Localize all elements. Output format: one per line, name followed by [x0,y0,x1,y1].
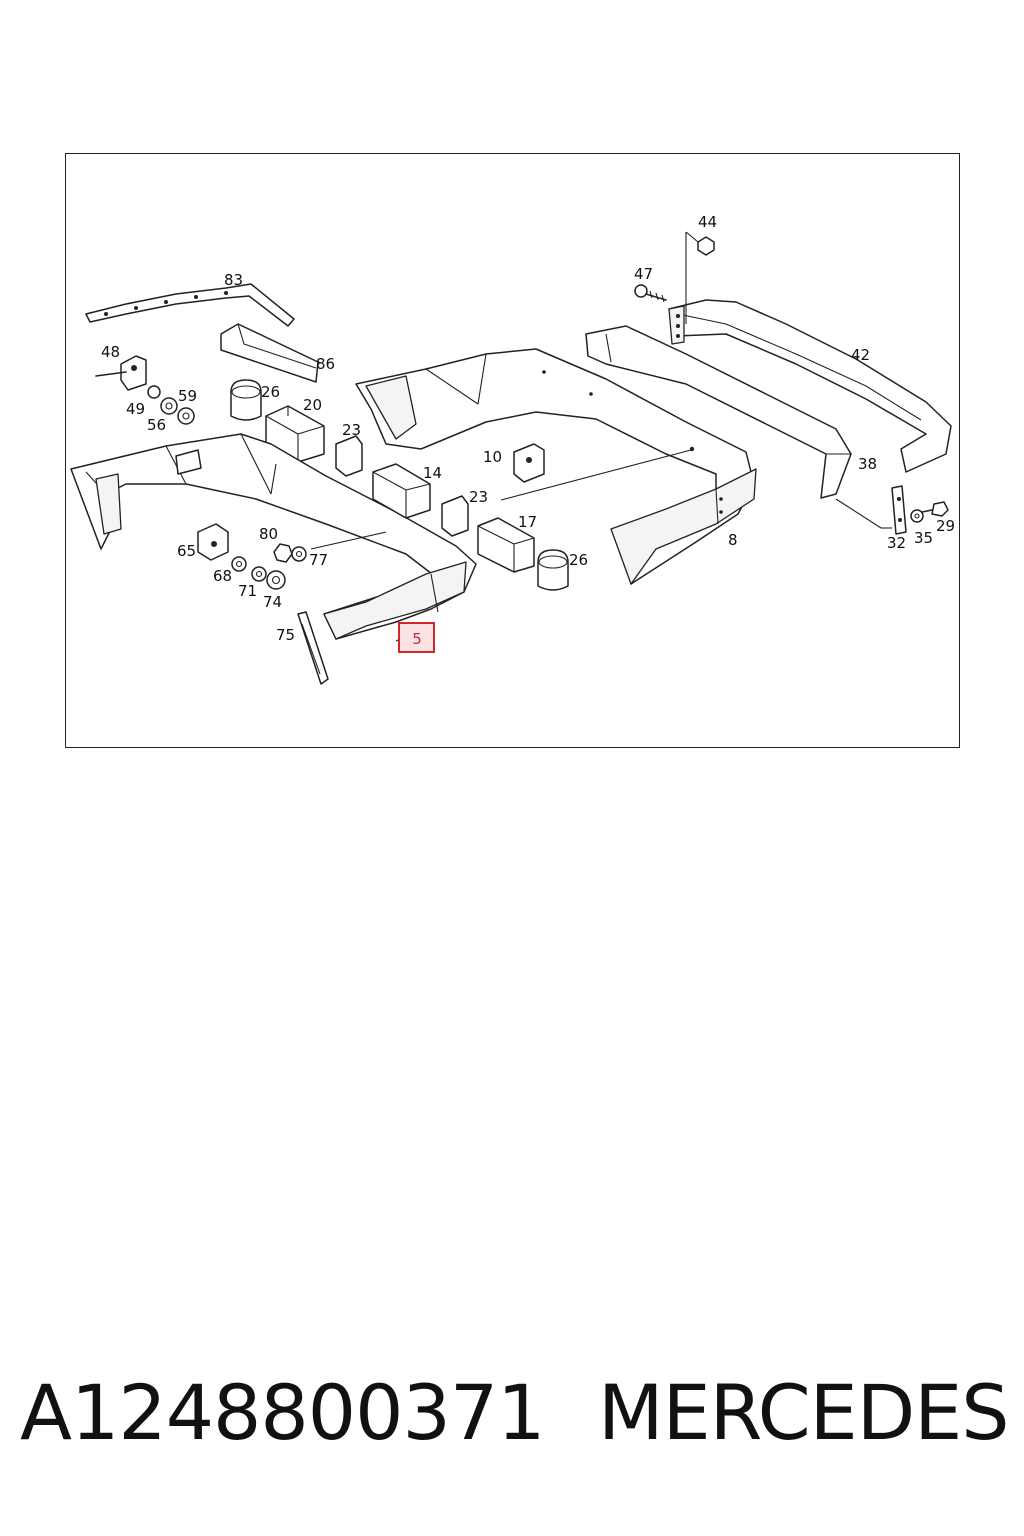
part-10-bracket [513,443,545,483]
center-bumper-shell [355,348,757,585]
callout-35: 35 [914,529,933,547]
callout-77: 77 [309,551,328,569]
nuts-80-77 [273,531,387,563]
left-bumper-shell [70,433,477,640]
callout-56: 56 [147,416,166,434]
callout-86: 86 [316,355,335,373]
callout-14: 14 [423,464,442,482]
callout-23-lower: 23 [469,488,488,506]
callout-75: 75 [276,626,295,644]
callout-26-lower: 26 [569,551,588,569]
part-42-rear-bumper [668,299,952,473]
callout-26-upper: 26 [261,383,280,401]
callout-17: 17 [518,513,537,531]
callout-83: 83 [224,271,243,289]
part-23-clip-lower [441,495,469,537]
part-footer: A1248800371 MERCEDES [20,1368,1010,1478]
callout-20: 20 [303,396,322,414]
callout-49: 49 [126,400,145,418]
washers-68-71-74 [231,556,286,590]
callout-10: 10 [483,448,502,466]
brand-name: MERCEDES [598,1368,1009,1457]
washers-49-59 [147,385,195,425]
parts-diagram-frame: 83 86 48 49 59 56 26 20 23 14 10 23 17 2… [65,153,960,748]
part-26-bump-stop-left [230,379,262,421]
callout-71: 71 [238,582,257,600]
washer-35 [910,509,924,523]
part-65-bracket [197,523,229,561]
bumper-exploded-diagram: 83 86 48 49 59 56 26 20 23 14 10 23 17 2… [70,213,955,685]
callout-59: 59 [178,387,197,405]
callout-32: 32 [887,534,906,552]
part-75-seal-strip [297,611,329,685]
part-86-panel [220,323,319,383]
callout-42: 42 [851,346,870,364]
highlighted-part-5[interactable]: 5 [398,622,435,653]
callout-74: 74 [263,593,282,611]
callout-80: 80 [259,525,278,543]
callout-65: 65 [177,542,196,560]
part-17-block [477,517,535,573]
part-83-trim-strip [85,283,295,327]
bolt-29 [921,501,949,517]
part-48-bracket [95,355,147,391]
callout-38: 38 [858,455,877,473]
callout-68: 68 [213,567,232,585]
part-38-bumper-cover [585,325,852,499]
part-32-plate [835,485,907,535]
fastener-44 [685,231,715,324]
highlighted-part-5-label: 5 [412,630,422,648]
callout-48: 48 [101,343,120,361]
callout-44: 44 [698,213,717,231]
part-26-bump-stop-right [537,549,569,591]
part-23-clip-upper [335,435,363,477]
part-number: A1248800371 [20,1368,546,1457]
callout-29: 29 [936,517,955,535]
screw-47 [634,284,667,303]
callout-23-upper: 23 [342,421,361,439]
callout-8: 8 [728,531,738,549]
callout-47: 47 [634,265,653,283]
part-14-block [372,463,431,519]
